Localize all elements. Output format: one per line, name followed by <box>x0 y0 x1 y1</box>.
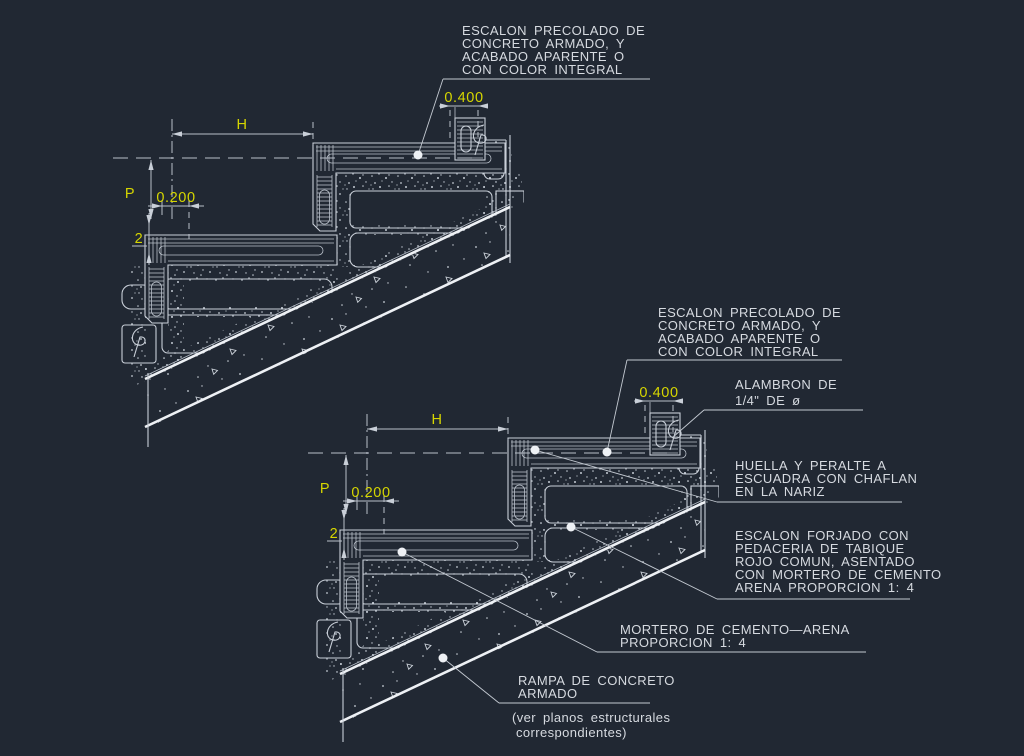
leader-dot <box>413 150 423 160</box>
leader-line <box>671 409 705 439</box>
annotation-line: ESCALON PRECOLADO DE <box>658 305 841 320</box>
dim-0400-label: 0.400 <box>444 90 483 106</box>
leader-dot <box>438 653 448 663</box>
annotation-mortero: MORTERO DE CEMENTO—ARENA PROPORCION 1: 4 <box>397 547 866 653</box>
annotation-line: RAMPA DE CONCRETO <box>518 673 675 688</box>
annotation-line: ESCALON PRECOLADO DE <box>462 23 645 38</box>
annotation-rampa: RAMPA DE CONCRETO ARMADO (ver planos est… <box>438 653 675 740</box>
annotation-line: CONCRETO ARMADO, Y <box>462 36 625 51</box>
annotation-line: CON COLOR INTEGRAL <box>658 344 819 359</box>
dim-h-label: H <box>431 412 442 428</box>
leader-dot <box>530 445 540 455</box>
dim-labels-lower: H P 0.200 2 0.400 <box>320 385 678 542</box>
annotation-huella: HUELLA Y PERALTE A ESCUADRA CON CHAFLAN … <box>530 445 917 503</box>
leader-line <box>570 526 718 600</box>
stair-detail-upper <box>113 103 524 447</box>
annotation-line: ESCUADRA CON CHAFLAN <box>735 471 917 486</box>
dim-p-label: P <box>125 186 135 202</box>
annotation-line: CON COLOR INTEGRAL <box>462 62 623 77</box>
leader-line <box>534 449 718 503</box>
annotation-line: 1/4" DE ø <box>735 393 801 408</box>
dim-h-label: H <box>236 117 247 133</box>
dim-0200-label: 0.200 <box>351 485 390 501</box>
dim-0400-label: 0.400 <box>639 385 678 401</box>
annotation-line: MORTERO DE CEMENTO—ARENA <box>620 622 850 637</box>
annotation-line: EN LA NARIZ <box>735 484 825 499</box>
annotation-line: PROPORCION 1: 4 <box>620 635 746 650</box>
annotation-line: ACABADO APARENTE O <box>462 49 625 64</box>
leader-dot <box>397 547 407 557</box>
leader-line <box>606 359 628 453</box>
annotation-note: (ver planos estructurales <box>512 710 670 725</box>
annotation-line: HUELLA Y PERALTE A <box>735 458 886 473</box>
annotation-line: ESCALON FORJADO CON <box>735 528 909 543</box>
annotation-note: correspondientes) <box>516 725 627 740</box>
annotation-line: ROJO COMUN, ASENTADO <box>735 554 915 569</box>
annotation-precast-lower: ESCALON PRECOLADO DE CONCRETO ARMADO, Y … <box>602 305 842 457</box>
dim-p-label: P <box>320 481 330 497</box>
annotation-precast-upper: ESCALON PRECOLADO DE CONCRETO ARMADO, Y … <box>413 23 650 160</box>
dim-2-label: 2 <box>135 231 144 247</box>
leader-dot <box>602 447 612 457</box>
dim-0200-label: 0.200 <box>156 190 195 206</box>
annotation-alambron: ALAMBRON DE 1/4" DE ø <box>671 377 863 439</box>
annotation-line: PEDACERIA DE TABIQUE <box>735 541 905 556</box>
leader-dot <box>566 522 576 532</box>
annotation-line: ARENA PROPORCION 1: 4 <box>735 580 914 595</box>
leader-line <box>417 78 444 156</box>
leader-line <box>442 657 500 704</box>
annotation-line: CONCRETO ARMADO, Y <box>658 318 821 333</box>
dim-2-label: 2 <box>330 526 339 542</box>
annotation-forjado: ESCALON FORJADO CON PEDACERIA DE TABIQUE… <box>566 522 942 600</box>
annotation-line: ACABADO APARENTE O <box>658 331 821 346</box>
annotation-line: CON MORTERO DE CEMENTO <box>735 567 942 582</box>
annotation-line: ARMADO <box>518 686 577 701</box>
leader-line <box>401 551 598 653</box>
annotation-line: ALAMBRON DE <box>735 377 837 392</box>
dim-labels-upper: H P 0.200 2 0.400 <box>125 90 483 247</box>
